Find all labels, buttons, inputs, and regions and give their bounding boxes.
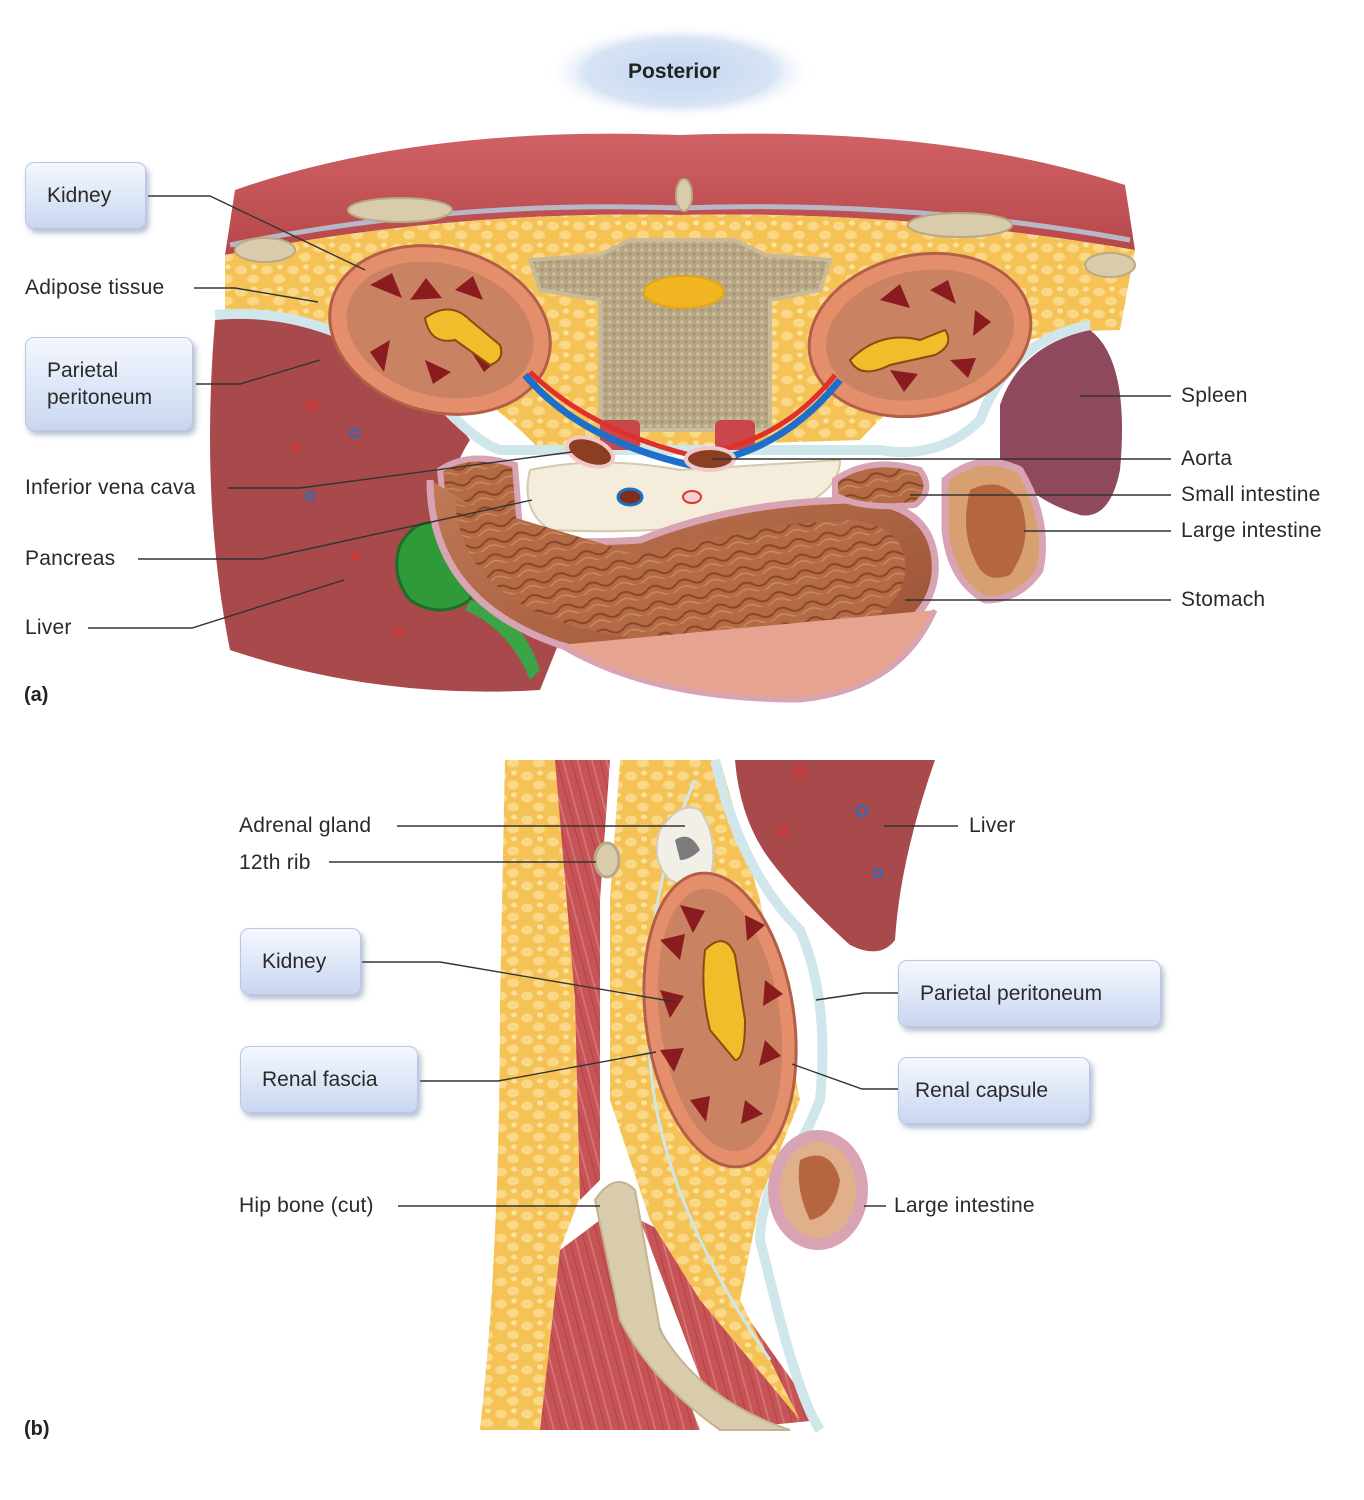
kidney-label-a: Kidney xyxy=(47,183,112,207)
panel-b-marker: (b) xyxy=(24,1418,50,1440)
kidney-label-box-a: Kidney xyxy=(25,162,146,229)
parietal-peritoneum-label-box-b: Parietal peritoneum xyxy=(898,960,1161,1027)
renal-capsule-label-box: Renal capsule xyxy=(898,1057,1090,1124)
panel-a-marker: (a) xyxy=(24,684,49,706)
kidney-label-box-b: Kidney xyxy=(240,928,361,995)
panel-b-leader-lines xyxy=(329,825,958,1207)
liver-label-b: Liver xyxy=(969,814,1016,837)
panel-a-illustration xyxy=(210,133,1136,703)
pancreas-label: Pancreas xyxy=(25,547,116,570)
twelfth-rib-label: 12th rib xyxy=(239,851,311,874)
large-intestine-label-a: Large intestine xyxy=(1181,519,1322,542)
hip-bone-label: Hip bone (cut) xyxy=(239,1194,374,1217)
renal-fascia-label: Renal fascia xyxy=(262,1067,378,1091)
small-intestine-label: Small intestine xyxy=(1181,483,1321,506)
parietal-peritoneum-label-b: Parietal peritoneum xyxy=(920,981,1103,1005)
posterior-label: Posterior xyxy=(628,60,721,83)
adipose-tissue-label: Adipose tissue xyxy=(25,276,165,299)
stomach-label: Stomach xyxy=(1181,588,1266,611)
panel-a-leader-lines xyxy=(88,195,1171,629)
large-intestine-label-b: Large intestine xyxy=(894,1194,1035,1217)
kidney-label-b: Kidney xyxy=(262,949,327,973)
parietal-peritoneum-label-a: Parietal peritoneum xyxy=(47,358,153,409)
parietal-peritoneum-label-box-a: Parietal peritoneum xyxy=(25,337,193,431)
inferior-vena-cava-label: Inferior vena cava xyxy=(25,476,196,499)
aorta-label: Aorta xyxy=(1181,447,1233,470)
liver-label-a: Liver xyxy=(25,616,72,639)
spleen-label: Spleen xyxy=(1181,384,1248,407)
renal-capsule-label: Renal capsule xyxy=(915,1078,1049,1102)
adrenal-gland-label: Adrenal gland xyxy=(239,814,372,837)
posterior-bubble xyxy=(545,24,815,120)
renal-fascia-label-box: Renal fascia xyxy=(240,1046,418,1113)
panel-b-illustration xyxy=(480,758,935,1433)
